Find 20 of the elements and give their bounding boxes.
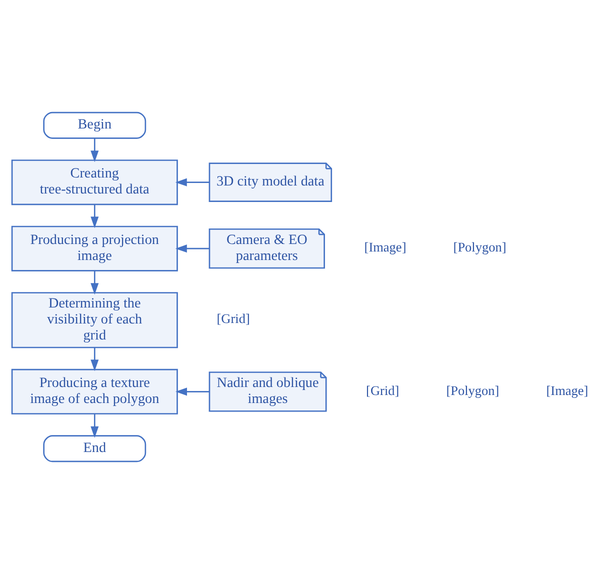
arrow: [175, 244, 210, 253]
label: [Polygon]: [446, 382, 500, 398]
arrow: [175, 178, 210, 186]
arrow: [90, 270, 99, 295]
node-box: Producing a texture image of each polygon: [11, 368, 178, 414]
arrow: [90, 204, 99, 228]
label: [Image]: [546, 382, 588, 398]
node-box: End: [43, 435, 146, 462]
label: [Polygon]: [453, 240, 506, 255]
node-box: Producing a projection image: [11, 226, 178, 272]
arrow: [90, 414, 99, 438]
node-box: Determining the visibility of each grid: [11, 292, 178, 348]
label: [Grid]: [216, 311, 250, 326]
label: [Image]: [364, 240, 406, 255]
node-box: Begin: [43, 112, 146, 139]
node-box: Creating tree-structured data: [11, 160, 178, 206]
arrow: [90, 348, 99, 372]
arrow: [175, 388, 210, 396]
arrow: [90, 138, 99, 162]
label: [Grid]: [366, 382, 400, 398]
